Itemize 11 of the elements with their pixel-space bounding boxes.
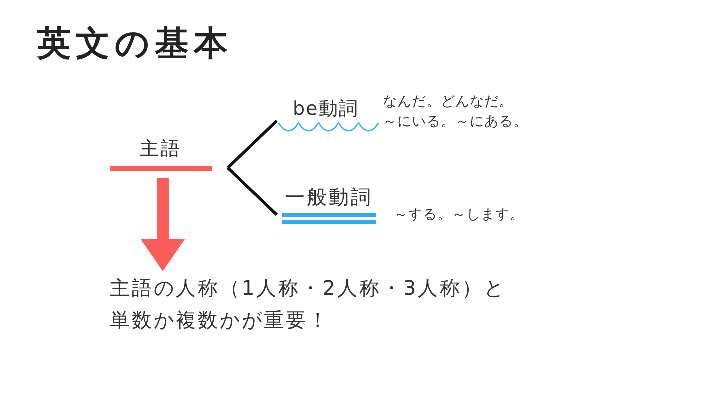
arrow [141, 178, 185, 272]
term-label: 主語 [139, 137, 183, 161]
term-label: be動詞 [293, 97, 359, 121]
term-label: 一般動詞 [285, 184, 373, 210]
example-phrase: ～する。～します。 [394, 206, 524, 225]
branch-line [226, 120, 278, 170]
note-text: 主語の人称（1人称・2人称・3人称）と単数か複数かが重要！ [110, 272, 515, 336]
title-heading: 英文の基本 [37, 23, 233, 66]
branch-line [226, 166, 278, 216]
example-phrase: なんだ。どんなだ。 [383, 93, 514, 112]
example-phrase: ～にいる。～にある。 [383, 113, 528, 132]
